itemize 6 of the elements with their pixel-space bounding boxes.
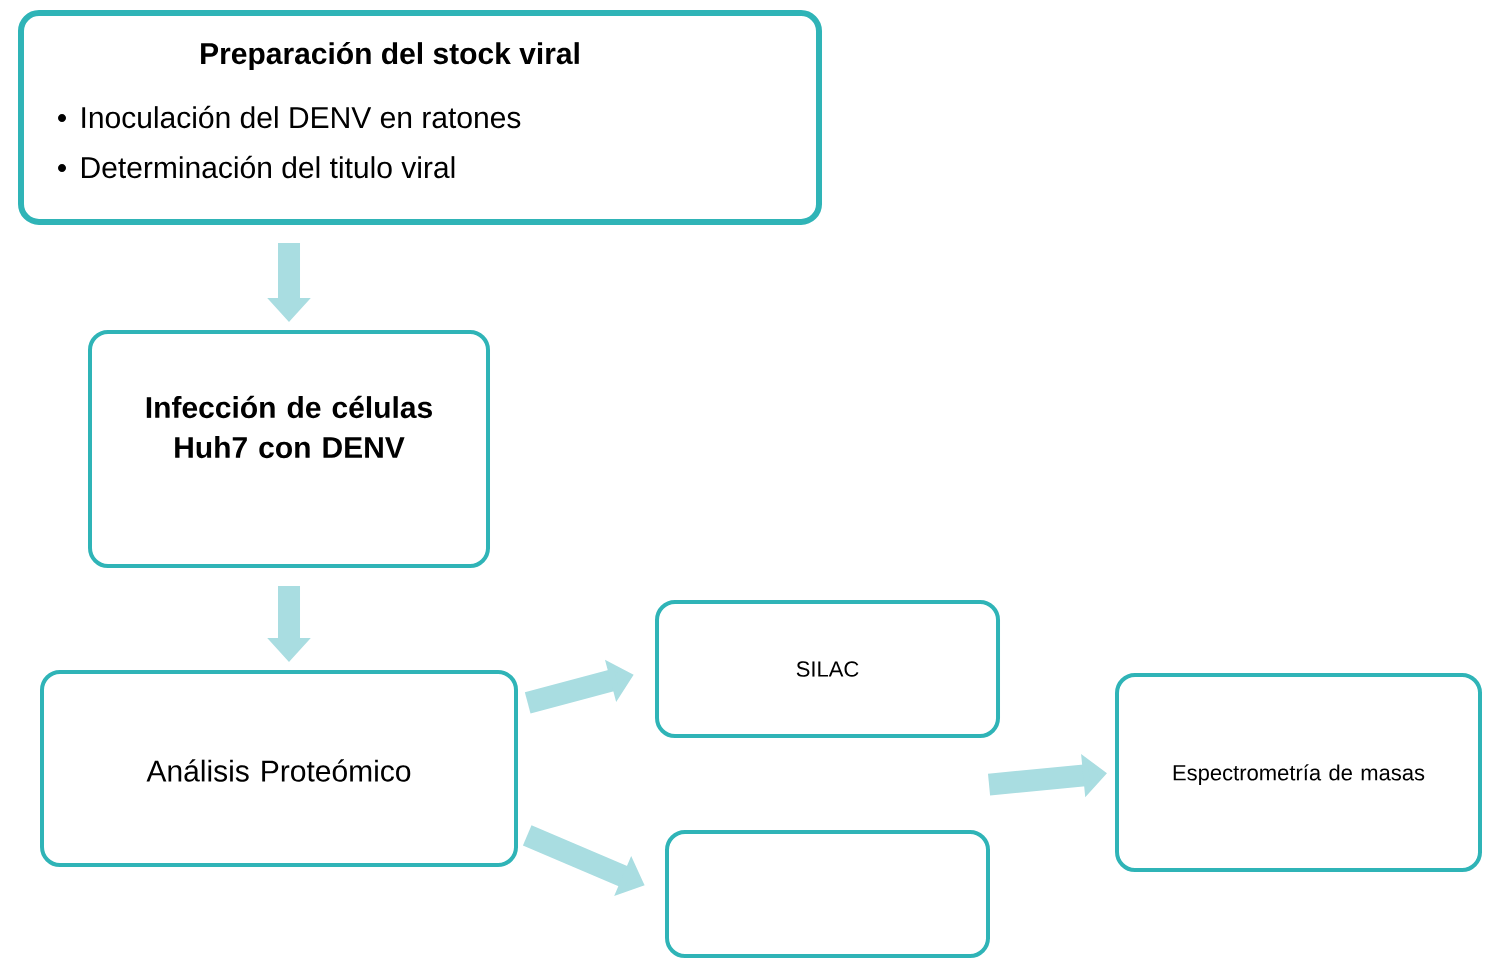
- process-box: Análisis Proteómico: [40, 670, 518, 867]
- process-box: Infección de células Huh7 con DENV: [88, 330, 490, 568]
- process-box: Espectrometría de masas: [1115, 673, 1482, 872]
- process-box: SILAC: [655, 600, 1000, 738]
- process-box: Preparación del stock viral Inoculación del DENV en ratones Determinación del titulo viral: [18, 10, 822, 225]
- process-box: [665, 830, 990, 958]
